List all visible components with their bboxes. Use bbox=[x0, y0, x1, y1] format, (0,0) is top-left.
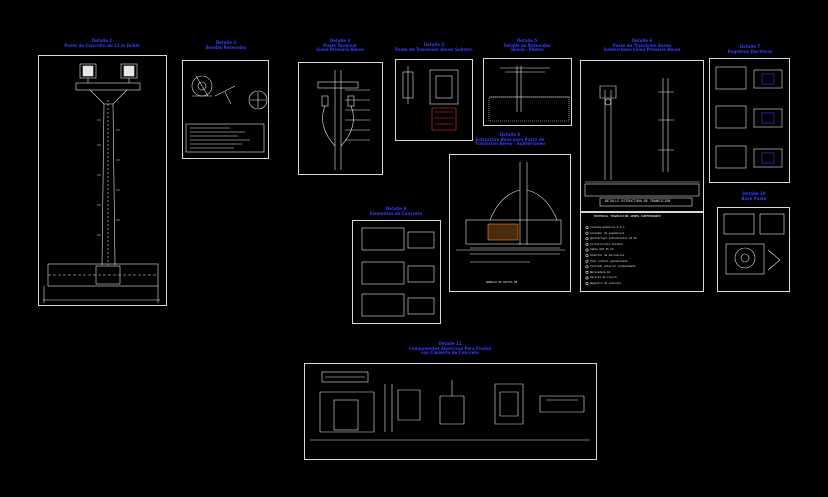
sheet-material-list bbox=[580, 212, 704, 292]
material-item: Cortacircuito fusible bbox=[590, 242, 623, 246]
title-line: Detalle 1 bbox=[91, 38, 113, 43]
title-line: Detalle 8 bbox=[499, 132, 521, 137]
material-bullet bbox=[585, 259, 589, 263]
material-bullet bbox=[585, 254, 589, 258]
sheet-detail-1 bbox=[38, 55, 167, 306]
material-bullet bbox=[585, 242, 589, 246]
material-header: MATERIAL TRANSICION AEREO-SUBTERRANEO bbox=[594, 214, 661, 218]
concrete-elements-drawing bbox=[361, 227, 435, 317]
title-line: Detalle 6 bbox=[631, 38, 653, 43]
material-bullet bbox=[585, 231, 589, 235]
sheet-detail-5 bbox=[483, 58, 572, 126]
registros-drawing bbox=[715, 66, 783, 169]
title-line: Linea Primaria Aérea bbox=[316, 47, 364, 53]
title-line: Subterráneo Linea Primaria Aerea bbox=[603, 47, 681, 53]
sheet-detail-9 bbox=[352, 220, 441, 324]
transition-pole-drawing bbox=[584, 78, 700, 207]
pole-drawing bbox=[43, 63, 160, 303]
material-bullet bbox=[585, 276, 589, 280]
retenidas-drawing bbox=[185, 75, 268, 153]
title-line: Poste de Transicion Aereo Subterr. bbox=[394, 46, 474, 52]
title-line: Detalle 7 bbox=[739, 44, 761, 49]
sheet-detail-6 bbox=[580, 60, 704, 212]
title-line: Detalle 5 bbox=[516, 38, 538, 43]
detail8-caption: ARREGLO DE DUCTOS EN bbox=[486, 281, 518, 284]
material-bullet bbox=[585, 248, 589, 252]
material-bullets bbox=[585, 226, 589, 286]
sheet-detail-11 bbox=[304, 363, 597, 460]
title-line: (Ancla - Pilote) bbox=[510, 47, 544, 53]
sheet-detail-10 bbox=[717, 207, 790, 292]
title-line: Detalle 3 bbox=[329, 38, 351, 43]
title-line: Registros Electricos bbox=[727, 48, 773, 54]
sheet-detail-8 bbox=[449, 154, 571, 292]
anchor-drawing bbox=[488, 66, 570, 122]
title-line: Detalle 9 bbox=[385, 206, 407, 211]
title-line: con Cimiento de Concreto bbox=[420, 350, 480, 356]
material-item: Registro de concreto bbox=[590, 282, 622, 285]
material-item: Cruceta metalica 2.4 m bbox=[590, 226, 625, 229]
title-line: Detalle 11 bbox=[438, 341, 462, 346]
material-bullet bbox=[585, 265, 589, 269]
title-line: Detalle de Retenidas bbox=[503, 42, 551, 48]
title-line: Detalle 2 bbox=[215, 40, 237, 45]
material-item: Conector de derivacion bbox=[590, 254, 625, 257]
material-item: Aislador de suspension bbox=[590, 231, 625, 235]
material-bullet bbox=[585, 226, 589, 230]
sheet-detail-3 bbox=[298, 62, 383, 175]
material-item: Varilla de tierra bbox=[590, 276, 617, 280]
sheet-detail-2 bbox=[182, 60, 269, 159]
material-item: Cable XLP 15 kV bbox=[590, 248, 614, 252]
base-pole-drawing bbox=[723, 213, 785, 275]
title-line: Detalle 10 bbox=[742, 191, 766, 196]
material-item: Terminal exterior premoldeada bbox=[590, 265, 636, 269]
title-line: Poste de Transicion Aereo bbox=[612, 42, 672, 48]
title-line: Poste de Concreto de 12 m Doble bbox=[64, 42, 140, 48]
base-structure-drawing bbox=[456, 162, 565, 263]
material-bullet bbox=[585, 237, 589, 241]
title-line: Estructura Base para Poste de bbox=[475, 136, 545, 142]
title-line: Transicion Aereo - Subterraneo bbox=[474, 141, 546, 147]
title-line: Poste Terminal bbox=[323, 42, 357, 48]
material-bullet bbox=[585, 270, 589, 274]
material-bullet bbox=[585, 282, 589, 286]
material-item: Tubo conduit galvanizado bbox=[590, 259, 628, 263]
sheet-detail-7 bbox=[709, 58, 790, 183]
title-line: Base Poste bbox=[741, 195, 767, 201]
terminal-drawing bbox=[317, 70, 370, 170]
components-drawing bbox=[310, 371, 590, 441]
transition-detail-drawing bbox=[402, 66, 459, 131]
title-line: Bandas Retenidas bbox=[205, 44, 247, 50]
title-line: Detalle 4 bbox=[423, 42, 445, 47]
transition-banner: DETALLE ESTRUCTURA DE TRANSICION bbox=[605, 199, 671, 203]
title-line: Componentes Electricos Para Postes bbox=[408, 345, 492, 351]
title-line: Elementos de Concreto bbox=[369, 210, 423, 216]
sheet-detail-4 bbox=[395, 59, 473, 141]
material-item: Abrazadera UL bbox=[590, 270, 611, 274]
material-item: Apartarrayo autovalvular 10 kV bbox=[590, 237, 637, 241]
